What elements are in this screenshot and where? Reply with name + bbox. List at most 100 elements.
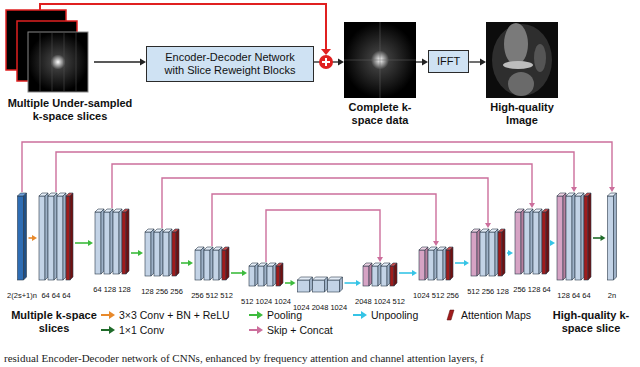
arrow-head xyxy=(464,260,469,266)
kspace-slice xyxy=(28,32,88,92)
legend-text: 1×1 Conv xyxy=(119,324,164,336)
image-area xyxy=(486,22,558,98)
flow-arrow xyxy=(181,262,189,264)
flow-arrow xyxy=(593,237,602,239)
feature-map-side xyxy=(394,263,397,286)
feature-map xyxy=(437,250,443,280)
connector-line xyxy=(469,61,481,62)
input-label: Multiple k-space slices xyxy=(8,309,100,335)
feature-map xyxy=(566,196,572,280)
legend-text: Pooling xyxy=(267,309,302,321)
attention-map xyxy=(584,196,588,280)
label-anchor: Multiple k-space slices xyxy=(8,309,100,335)
image-caption: High-quality Image xyxy=(476,101,568,127)
feature-map-side xyxy=(226,247,229,280)
skip-connection xyxy=(56,152,574,192)
feature-map xyxy=(163,232,169,276)
feature-map-side xyxy=(502,229,505,276)
arrow-head xyxy=(377,257,383,262)
arrow-head xyxy=(188,260,193,266)
flow-arrow xyxy=(231,272,243,274)
attention-map xyxy=(542,212,546,274)
feature-map-side xyxy=(70,193,73,280)
feature-map xyxy=(145,232,151,276)
arrow-head xyxy=(321,49,331,55)
channel-count: 256 512 512 xyxy=(191,291,233,300)
legend-text: 3×3 Conv + BN + ReLU xyxy=(119,309,230,321)
feature-map xyxy=(195,250,201,280)
process-box: Encoder-Decoder Network with Slice Rewei… xyxy=(146,46,314,82)
arrow-head xyxy=(356,280,361,286)
arrow-sample xyxy=(353,314,362,316)
flow-arrow xyxy=(345,282,358,284)
legend-sample xyxy=(442,309,458,321)
feature-map xyxy=(154,232,160,276)
flow-arrow xyxy=(131,252,139,254)
feature-map-side xyxy=(581,193,584,280)
feature-map xyxy=(489,232,495,276)
connector xyxy=(469,59,486,66)
arrow-head xyxy=(609,187,615,192)
label-anchor: 256 128 64 xyxy=(513,278,551,296)
feature-map-side xyxy=(45,193,48,280)
legend-item: 1×1 Conv xyxy=(100,324,164,336)
feature-map-side xyxy=(588,193,591,280)
skip-connection xyxy=(266,210,380,262)
sum-symbol xyxy=(319,55,333,69)
attention-map xyxy=(498,232,502,276)
feature-map-side xyxy=(54,193,57,280)
feature-map-side xyxy=(255,263,258,286)
box-text: Encoder-Decoder Network with Slice Rewei… xyxy=(155,51,305,77)
feature-map-side xyxy=(572,193,575,280)
feature-map xyxy=(249,266,255,286)
feature-map xyxy=(533,212,539,274)
feature-map xyxy=(524,212,530,274)
arrow-head xyxy=(601,235,606,241)
connector-line xyxy=(416,61,423,62)
arrow-head xyxy=(291,280,296,286)
legend-sample xyxy=(100,324,116,336)
arrow-head xyxy=(529,203,535,208)
feature-map-side xyxy=(110,209,113,274)
arrow-head xyxy=(242,270,247,276)
channel-count: 512 256 128 xyxy=(467,287,509,296)
feature-map xyxy=(298,280,310,292)
label-anchor: 256 512 512 xyxy=(191,284,233,302)
feature-map-side xyxy=(169,229,172,276)
arrow-sample xyxy=(101,314,110,316)
feature-map-side xyxy=(521,209,524,274)
unet-drawing xyxy=(18,142,617,292)
sum-cross xyxy=(322,58,330,66)
legend-text: Unpooling xyxy=(371,309,418,321)
feature-map xyxy=(18,196,24,280)
feature-map-side xyxy=(63,193,66,280)
channel-count: 64 128 128 xyxy=(93,285,131,294)
legend-item: Attention Maps xyxy=(442,309,531,321)
legend-item: Unpooling xyxy=(352,309,418,321)
feature-map-side xyxy=(201,247,204,280)
image-caption: Multiple Under-sampled k-space slices xyxy=(4,97,136,123)
feature-map-side xyxy=(101,209,104,274)
feature-map-side xyxy=(387,263,390,286)
arrow-head xyxy=(109,326,115,334)
feature-map xyxy=(104,212,110,274)
legend-sample xyxy=(248,309,264,321)
arrow-head xyxy=(508,250,513,256)
connector xyxy=(416,59,428,66)
feature-map-side xyxy=(119,209,122,274)
arrow-head xyxy=(88,240,93,246)
legend-item: Pooling xyxy=(248,309,302,321)
feature-map-side xyxy=(530,209,533,274)
attention-map xyxy=(222,250,226,280)
image-area xyxy=(4,4,94,94)
flow-arrow xyxy=(399,272,413,274)
feature-map xyxy=(363,266,369,286)
feature-map-side xyxy=(546,209,549,274)
arrow-head xyxy=(433,241,439,246)
connector-line xyxy=(94,61,141,62)
arrow-head xyxy=(138,250,143,256)
attention-map xyxy=(122,212,126,274)
feature-map xyxy=(328,280,340,292)
label-anchor: 2048 1024 512 xyxy=(355,290,405,308)
label-anchor: High-quality k-space slice xyxy=(546,309,636,335)
